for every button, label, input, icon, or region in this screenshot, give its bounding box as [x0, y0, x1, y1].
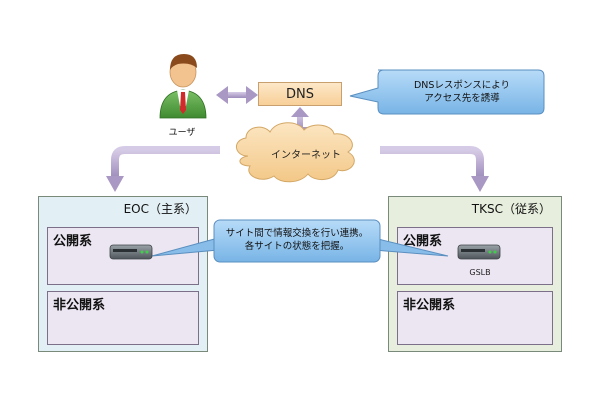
dns-server-box: DNS	[258, 82, 342, 106]
gslb-label: GSLB	[469, 268, 491, 277]
cloud-icon	[236, 122, 355, 183]
user-avatar-icon	[159, 54, 207, 119]
arrow-to-tksc	[380, 146, 489, 192]
arrow-user-dns	[216, 86, 258, 104]
tksc-public-zone-label: 公開系	[403, 234, 443, 249]
eoc-site-box: EOC（主系） 公開系 非公開系	[38, 196, 208, 352]
dns-callout-line1: DNSレスポンスにより	[413, 80, 511, 91]
eoc-private-zone: 非公開系	[47, 291, 199, 345]
eoc-public-zone-label: 公開系	[53, 234, 93, 249]
network-appliance-icon	[109, 244, 153, 260]
sync-callout-line2: 各サイトの状態を把握。	[244, 241, 350, 252]
eoc-site-title: EOC（主系）	[123, 202, 197, 216]
tksc-site-box: TKSC（従系） 公開系 非公開系	[388, 196, 562, 352]
dns-callout	[349, 69, 545, 115]
user-label: ユーザ	[168, 128, 196, 138]
eoc-private-zone-label: 非公開系	[53, 298, 106, 313]
internet-label: インターネット	[271, 150, 341, 161]
eoc-public-zone: 公開系	[47, 227, 199, 285]
sync-callout-line1: サイト間で情報交換を行い連携。	[225, 228, 369, 239]
tksc-private-zone: 非公開系	[397, 291, 553, 345]
dns-callout-line2: アクセス先を誘導	[424, 93, 500, 104]
gslb-appliance-icon	[457, 244, 501, 260]
arrow-to-eoc	[106, 146, 220, 192]
sync-callout	[151, 219, 449, 263]
dns-callout-text: DNSレスポンスにより アクセス先を誘導	[380, 79, 544, 105]
dns-label: DNS	[286, 86, 314, 102]
tksc-site-title: TKSC（従系）	[471, 202, 551, 216]
tksc-private-zone-label: 非公開系	[403, 298, 456, 313]
sync-callout-text: サイト間で情報交換を行い連携。 各サイトの状態を把握。	[214, 227, 380, 253]
